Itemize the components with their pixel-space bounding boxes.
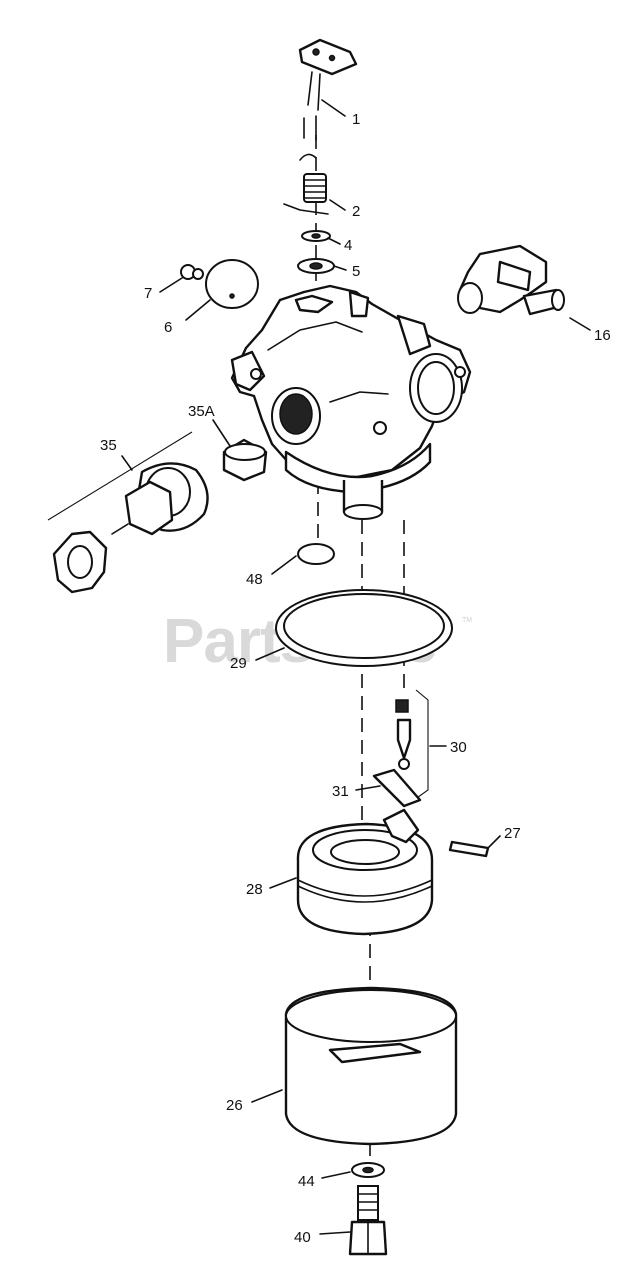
part-35-primer-assembly: [47, 431, 209, 594]
part-28-float: [296, 808, 434, 936]
callout-35: 35: [100, 437, 117, 454]
callout-1: 1: [352, 111, 360, 128]
part-44-washer: [351, 1162, 385, 1178]
callout-7: 7: [144, 285, 152, 302]
carburetor-body: [230, 284, 472, 520]
callout-30: 30: [450, 739, 467, 756]
part-4-washer: [301, 230, 331, 242]
callout-27: 27: [504, 825, 521, 842]
part-35a-plug: [222, 438, 268, 482]
part-29-gasket: [275, 589, 453, 667]
part-26-float-bowl: [284, 986, 458, 1146]
callout-28: 28: [246, 881, 263, 898]
part-7-screw: [180, 264, 204, 280]
callout-2: 2: [352, 203, 360, 220]
callout-labels: 1 2 4 5 6 7 16 35A 35 48 29 30 31 27 28 …: [100, 111, 611, 1246]
part-16-elbow-fitting: [457, 244, 565, 316]
callout-31: 31: [332, 783, 349, 800]
callout-4: 4: [344, 237, 352, 254]
callout-35a: 35A: [188, 403, 215, 420]
callout-40: 40: [294, 1229, 311, 1246]
callout-26: 26: [226, 1097, 243, 1114]
part-48-disc: [297, 543, 335, 565]
callout-44: 44: [298, 1173, 315, 1190]
part-1-plate: [298, 38, 358, 141]
callout-5: 5: [352, 263, 360, 280]
part-27-pin: [448, 840, 490, 858]
part-40-bolt: [348, 1185, 388, 1256]
watermark-trademark: TM: [462, 617, 472, 624]
callout-48: 48: [246, 571, 263, 588]
part-30-needle-valve: [395, 689, 429, 801]
part-31-float-pin: [372, 768, 422, 808]
callout-29: 29: [230, 655, 247, 672]
callout-16: 16: [594, 327, 611, 344]
leader-lines: [121, 99, 591, 1235]
part-5-washer: [297, 258, 335, 274]
callout-6: 6: [164, 319, 172, 336]
part-6-throttle-plate: [205, 259, 259, 309]
part-2-screw-spring: [283, 153, 329, 215]
